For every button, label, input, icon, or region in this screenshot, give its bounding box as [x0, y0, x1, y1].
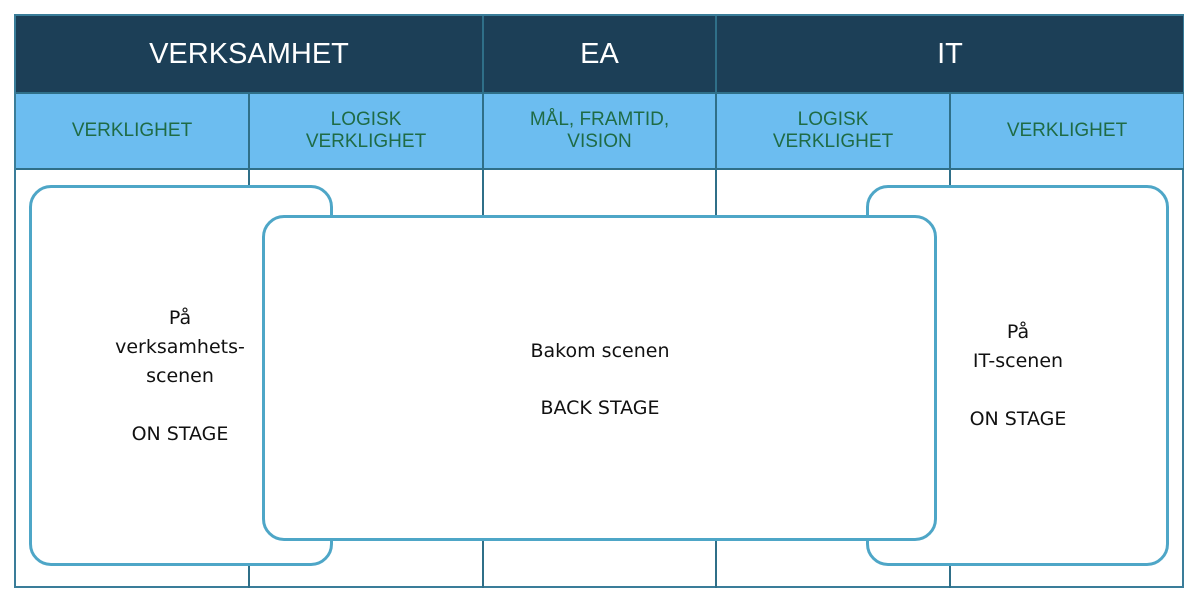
center-stage-title: Bakom scenen: [530, 340, 670, 362]
right-stage-title: På IT-scenen: [972, 321, 1064, 372]
left-stage-subtitle: ON STAGE: [131, 423, 229, 445]
group-header-verksamhet: VERKSAMHET: [16, 16, 482, 92]
header-divider: [16, 92, 1184, 94]
diagram-frame: [14, 14, 1184, 588]
column-header-logisk-verklighet-left: LOGISK VERKLIGHET: [250, 94, 482, 168]
group-header-it: IT: [717, 16, 1183, 92]
left-stage-title: På verksamhets- scenen: [115, 307, 245, 387]
subheader-divider: [16, 168, 1184, 170]
column-header-verklighet-right: VERKLIGHET: [951, 94, 1183, 168]
column-header-mal-framtid-vision: MÅL, FRAMTID, VISION: [484, 94, 715, 168]
center-stage-subtitle: BACK STAGE: [540, 397, 660, 419]
column-header-verklighet-left: VERKLIGHET: [16, 94, 248, 168]
right-stage-subtitle: ON STAGE: [969, 408, 1067, 430]
stage-box-backstage: [262, 215, 937, 541]
column-header-logisk-verklighet-right: LOGISK VERKLIGHET: [717, 94, 949, 168]
group-header-ea: EA: [484, 16, 715, 92]
